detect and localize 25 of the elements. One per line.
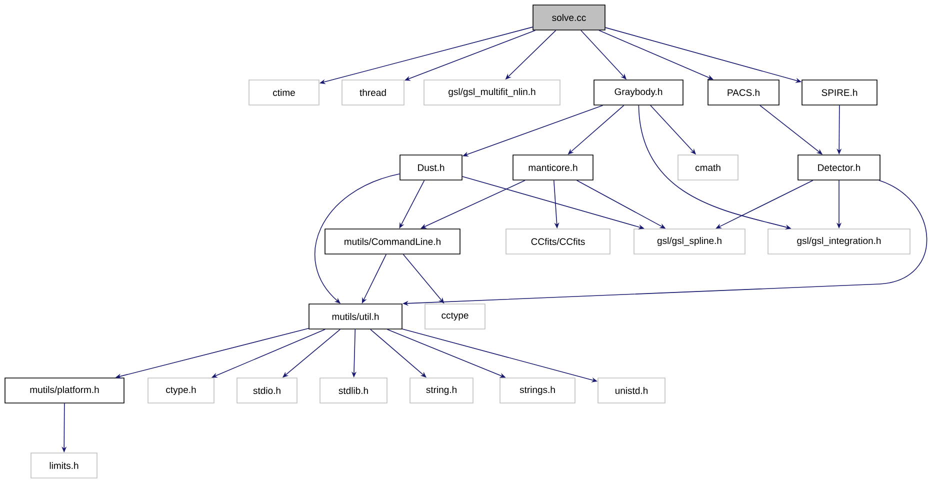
header-box: unistd.h: [598, 378, 666, 404]
header-box: limits.h: [30, 452, 98, 478]
file-box: solve.cc: [532, 4, 606, 30]
header-box: mutils/CommandLine.h: [324, 228, 460, 254]
header-box: gsl/gsl_spline.h: [634, 228, 746, 254]
header-box: ctype.h: [148, 378, 214, 404]
header-box: gsl/gsl_multifit_nlin.h: [424, 80, 560, 106]
header-box: mutils/platform.h: [4, 378, 124, 404]
header-box: stdlib.h: [320, 378, 388, 404]
header-box: Graybody.h: [594, 80, 684, 106]
header-box: ctime: [248, 80, 320, 106]
header-box: gsl/gsl_integration.h: [768, 228, 910, 254]
header-box: Dust.h: [400, 154, 462, 180]
header-box: string.h: [410, 378, 474, 404]
header-box: mutils/util.h: [308, 304, 402, 330]
header-box: stdio.h: [236, 378, 298, 404]
header-box: thread: [342, 80, 404, 106]
header-box: manticore.h: [512, 154, 594, 180]
header-box: Detector.h: [798, 154, 880, 180]
header-box: SPIRE.h: [802, 80, 878, 106]
header-box: cmath: [678, 154, 738, 180]
header-box: strings.h: [500, 378, 576, 404]
header-box: cctype: [424, 304, 486, 330]
header-box: CCfits/CCfits: [506, 228, 610, 254]
header-box: PACS.h: [708, 80, 780, 106]
